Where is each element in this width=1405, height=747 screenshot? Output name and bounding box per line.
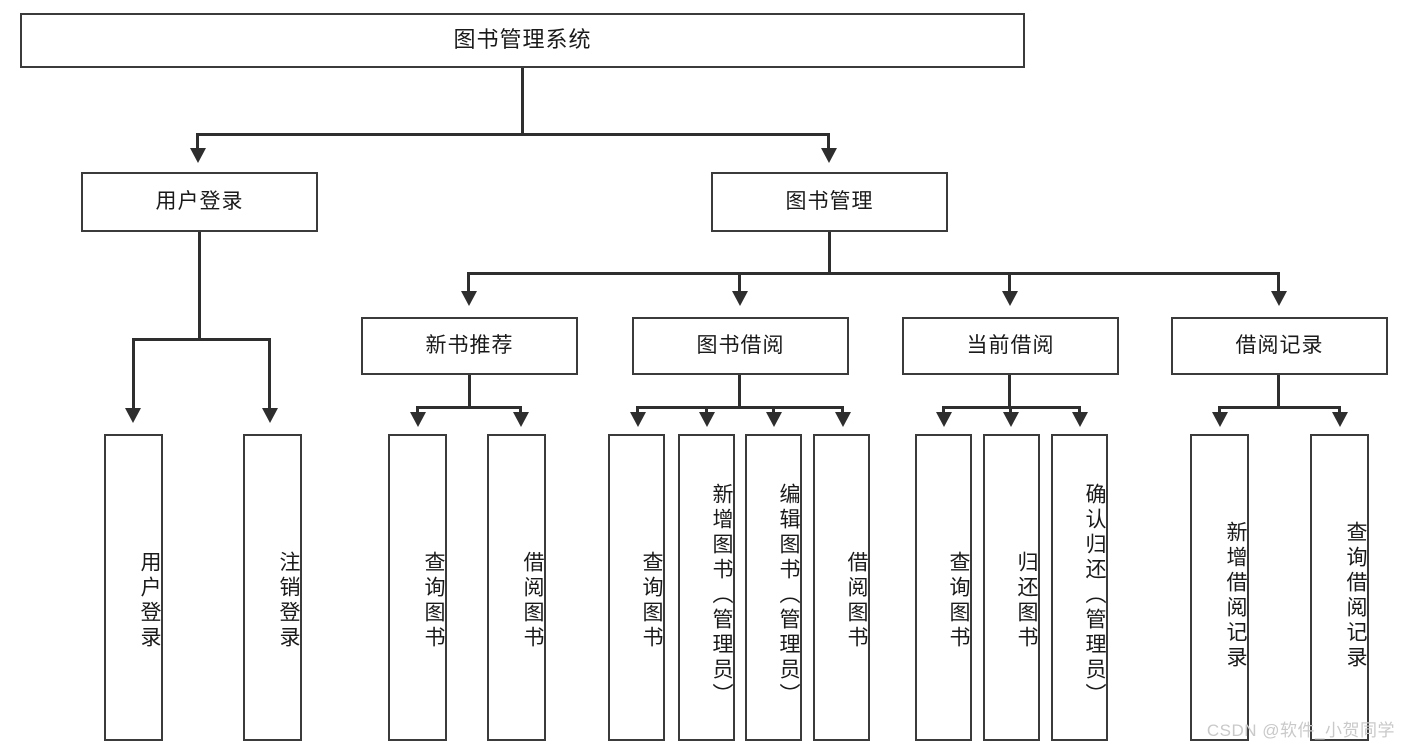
- leaf-current-borrow-confirm-admin[interactable]: 确认归还（管理员）: [1051, 434, 1108, 741]
- node-borrow-record[interactable]: 借阅记录: [1171, 317, 1388, 375]
- node-user-login[interactable]: 用户登录: [81, 172, 318, 232]
- leaf-user-login-login[interactable]: 用户登录: [104, 434, 163, 741]
- connector-user-login-bus: [132, 338, 270, 341]
- node-label: 借阅图书: [845, 550, 868, 651]
- node-label: 新书推荐: [425, 334, 514, 358]
- node-label: 图书借阅: [696, 334, 785, 358]
- leaf-new-book-borrow[interactable]: 借阅图书: [487, 434, 546, 741]
- connector-user-login-stem: [198, 232, 201, 340]
- arrowhead-current-borrow-leaf-2: [1003, 412, 1019, 427]
- node-label: 新增借阅记录: [1224, 520, 1247, 671]
- node-label: 查询图书: [422, 550, 445, 651]
- arrowhead-new-book-recommend: [461, 291, 477, 306]
- node-label: 新增图书（管理员）: [710, 483, 733, 708]
- leaf-borrow-record-add[interactable]: 新增借阅记录: [1190, 434, 1249, 741]
- connector-book-manage-to-book-borrow: [738, 272, 741, 294]
- arrowhead-book-borrow-leaf-3: [766, 412, 782, 427]
- leaf-user-login-logout[interactable]: 注销登录: [243, 434, 302, 741]
- connector-borrow-record-to-leaf-1: [1218, 406, 1221, 414]
- connector-borrow-record-bus: [1218, 406, 1341, 409]
- connector-root-bus: [196, 133, 830, 136]
- arrowhead-book-borrow-leaf-2: [699, 412, 715, 427]
- arrowhead-book-borrow: [732, 291, 748, 306]
- node-new-book-recommend[interactable]: 新书推荐: [361, 317, 578, 375]
- node-label: 借阅记录: [1235, 334, 1324, 358]
- leaf-book-borrow-add-admin[interactable]: 新增图书（管理员）: [678, 434, 735, 741]
- node-label: 确认归还（管理员）: [1083, 483, 1106, 708]
- leaf-book-borrow-borrow[interactable]: 借阅图书: [813, 434, 870, 741]
- connector-borrow-record-to-leaf-2: [1338, 406, 1341, 414]
- connector-current-borrow-stem: [1008, 375, 1011, 408]
- connector-borrow-record-stem: [1277, 375, 1280, 408]
- arrowhead-user-login-leaf-2: [262, 408, 278, 423]
- connector-book-manage-to-new-book: [467, 272, 470, 294]
- node-label: 注销登录: [277, 550, 300, 651]
- connector-book-manage-to-borrow-record: [1277, 272, 1280, 294]
- arrowhead-book-borrow-leaf-4: [835, 412, 851, 427]
- arrowhead-borrow-record-leaf-1: [1212, 412, 1228, 427]
- watermark-text: CSDN @软件_小贺同学: [1206, 721, 1395, 740]
- node-root-system[interactable]: 图书管理系统: [20, 13, 1025, 68]
- leaf-book-borrow-edit-admin[interactable]: 编辑图书（管理员）: [745, 434, 802, 741]
- connector-book-borrow-to-leaf-4: [841, 406, 844, 414]
- node-label: 用户登录: [138, 550, 161, 651]
- connector-book-manage-stem: [828, 232, 831, 274]
- connector-book-borrow-stem: [738, 375, 741, 408]
- arrowhead-new-book-leaf-1: [410, 412, 426, 427]
- leaf-book-borrow-query[interactable]: 查询图书: [608, 434, 665, 741]
- connector-root-stem: [521, 68, 524, 134]
- arrowhead-current-borrow-leaf-1: [936, 412, 952, 427]
- node-book-management[interactable]: 图书管理: [711, 172, 948, 232]
- node-label: 图书管理系统: [453, 27, 592, 53]
- node-label: 查询图书: [640, 550, 663, 651]
- node-label: 归还图书: [1015, 550, 1038, 651]
- connector-new-book-stem: [468, 375, 471, 408]
- connector-root-to-user-login: [196, 133, 199, 151]
- leaf-current-borrow-return[interactable]: 归还图书: [983, 434, 1040, 741]
- arrowhead-current-borrow: [1002, 291, 1018, 306]
- connector-book-manage-to-current-borrow: [1008, 272, 1011, 294]
- connector-user-login-to-leaf-2: [268, 338, 271, 411]
- connector-user-login-to-leaf-1: [132, 338, 135, 411]
- arrowhead-user-login-leaf-1: [125, 408, 141, 423]
- node-label: 查询图书: [947, 550, 970, 651]
- node-current-borrow[interactable]: 当前借阅: [902, 317, 1119, 375]
- connector-new-book-to-leaf-1: [416, 406, 419, 414]
- arrowhead-root-to-user-login: [190, 148, 206, 163]
- arrowhead-borrow-record: [1271, 291, 1287, 306]
- connector-book-borrow-bus: [636, 406, 844, 409]
- arrowhead-book-borrow-leaf-1: [630, 412, 646, 427]
- connector-book-borrow-to-leaf-1: [636, 406, 639, 414]
- connector-current-borrow-to-leaf-1: [942, 406, 945, 414]
- leaf-borrow-record-query[interactable]: 查询借阅记录: [1310, 434, 1369, 741]
- arrowhead-current-borrow-leaf-3: [1072, 412, 1088, 427]
- arrowhead-new-book-leaf-2: [513, 412, 529, 427]
- arrowhead-borrow-record-leaf-2: [1332, 412, 1348, 427]
- node-label: 图书管理: [785, 190, 874, 214]
- connector-book-manage-bus: [467, 272, 1280, 275]
- leaf-current-borrow-query[interactable]: 查询图书: [915, 434, 972, 741]
- leaf-new-book-query[interactable]: 查询图书: [388, 434, 447, 741]
- node-book-borrow[interactable]: 图书借阅: [632, 317, 849, 375]
- connector-book-borrow-to-leaf-3: [772, 406, 775, 414]
- node-label: 编辑图书（管理员）: [777, 483, 800, 708]
- node-label: 查询借阅记录: [1344, 520, 1367, 671]
- connector-new-book-bus: [416, 406, 522, 409]
- arrowhead-root-to-book-manage: [821, 148, 837, 163]
- connector-current-borrow-to-leaf-2: [1009, 406, 1012, 414]
- node-label: 当前借阅: [966, 334, 1055, 358]
- node-label: 用户登录: [155, 190, 244, 214]
- connector-current-borrow-to-leaf-3: [1078, 406, 1081, 414]
- node-label: 借阅图书: [521, 550, 544, 651]
- connector-book-borrow-to-leaf-2: [705, 406, 708, 414]
- connector-root-to-book-manage: [827, 133, 830, 151]
- connector-new-book-to-leaf-2: [519, 406, 522, 414]
